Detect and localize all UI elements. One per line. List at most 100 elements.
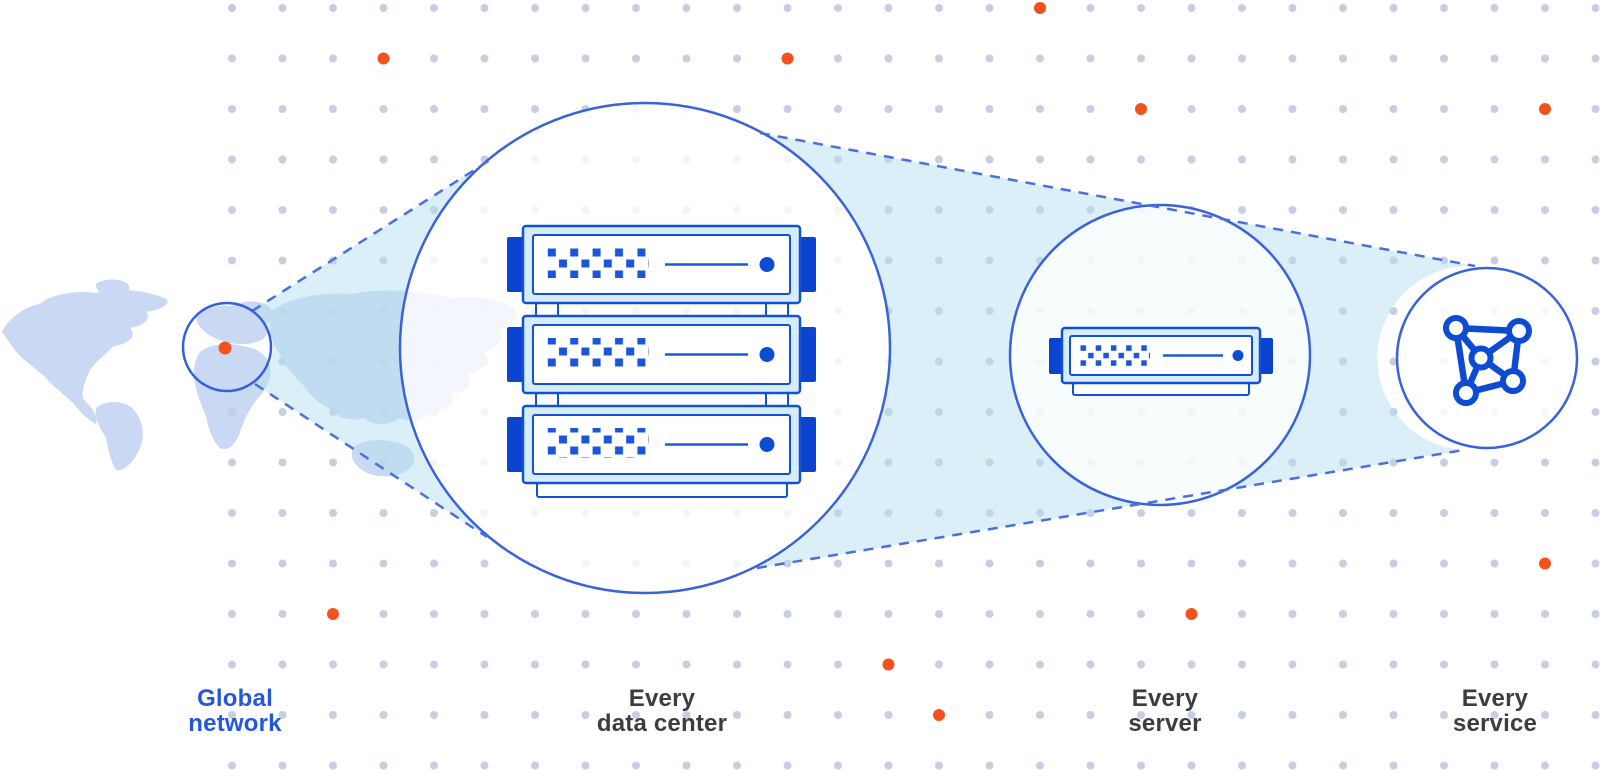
grid-dot [430,155,438,164]
grid-dot [1591,256,1600,265]
grid-dot [531,4,539,12]
grid-dot [1490,711,1499,719]
grid-dot [1490,660,1499,669]
grid-dot [1187,711,1196,719]
grid-dot [1238,54,1246,63]
grid-dot [985,660,994,669]
grid-dot [884,761,893,770]
grid-dot [1490,105,1499,113]
grid-dot [1440,206,1448,214]
grid-dot [733,761,741,770]
grid-dot [1137,660,1145,669]
grid-dot [682,610,691,618]
grid-dot [1389,711,1398,719]
grid-dot [480,711,489,719]
grid-dot [480,559,489,568]
grid-dot [935,761,943,770]
grid-dot [1591,4,1600,12]
label-every-server: Every server [1035,686,1295,736]
grid-dot [834,559,842,568]
grid-dot [329,206,337,214]
grid-dot [228,155,236,164]
grid-dot [278,509,287,517]
grid-dot [1490,155,1499,164]
grid-dot [682,761,691,770]
grid-dot-orange [882,658,895,671]
grid-dot [278,4,287,12]
grid-dot [1187,155,1196,164]
grid-dot [228,4,236,12]
grid-dot [1187,54,1196,63]
label-line: server [1128,710,1202,737]
mesh-node-bottom-right [1500,368,1526,394]
grid-dot [1187,509,1196,517]
server-tab-left [507,237,524,292]
grid-dot [682,660,691,669]
grid-dot [1086,761,1095,770]
grid-dot [1036,761,1044,770]
grid-dot [1288,206,1297,214]
grid-dot [1440,105,1448,113]
grid-dot [278,610,287,618]
grid-dot [1086,155,1095,164]
label-line: data center [596,710,728,737]
grid-dot [228,509,236,517]
grid-dot [733,660,741,669]
grid-dot [1137,54,1145,63]
grid-dot [531,610,539,618]
grid-dot [1389,4,1398,12]
grid-dot [379,711,388,719]
server-tab-right [799,327,816,382]
grid-dot [1137,155,1145,164]
grid-dot [834,660,842,669]
grid-dot [1137,711,1145,719]
grid-dot [1187,761,1196,770]
grid-dot [1490,4,1499,12]
grid-dot [430,54,438,63]
grid-dot [480,105,489,113]
grid-dot [379,559,388,568]
dashed-line-lower-right [756,448,1465,570]
grid-dot [1339,105,1347,113]
grid-dot [632,660,640,669]
grid-dot [1288,559,1297,568]
map-north-america [2,290,168,424]
grid-dot [1389,105,1398,113]
grid-dot [228,610,236,618]
grid-dot [1591,458,1600,467]
grid-dot [581,761,590,770]
grid-dot [228,105,236,113]
grid-dot [1238,559,1246,568]
grid-dot [379,761,388,770]
grid-dot [985,711,994,719]
grid-dot [480,660,489,669]
server-dither-lights [547,428,649,458]
grid-dot [985,610,994,618]
grid-dot [1288,610,1297,618]
grid-dot [430,105,438,113]
grid-dot [985,54,994,63]
mesh-network-icon [1443,315,1532,406]
grid-dot [1440,711,1448,719]
server-tab-right [799,237,816,292]
grid-dot [1541,509,1549,517]
server-dither-lights [1080,345,1150,366]
grid-dot [632,711,640,719]
map-south-america [95,402,143,471]
grid-dot [1541,711,1549,719]
grid-dot [228,458,236,467]
grid-dot [884,4,893,12]
grid-dot-orange [1539,103,1551,115]
grid-dot [632,761,640,770]
grid-dot [379,610,388,618]
grid-dot [1187,559,1196,568]
grid-dot [278,206,287,214]
grid-dot [985,105,994,113]
grid-dot [480,4,489,12]
grid-dot [480,54,489,63]
grid-dot [379,4,388,12]
grid-dot [1339,711,1347,719]
grid-dot [1036,660,1044,669]
grid-dot [1086,610,1095,618]
grid-dot [1541,256,1549,265]
